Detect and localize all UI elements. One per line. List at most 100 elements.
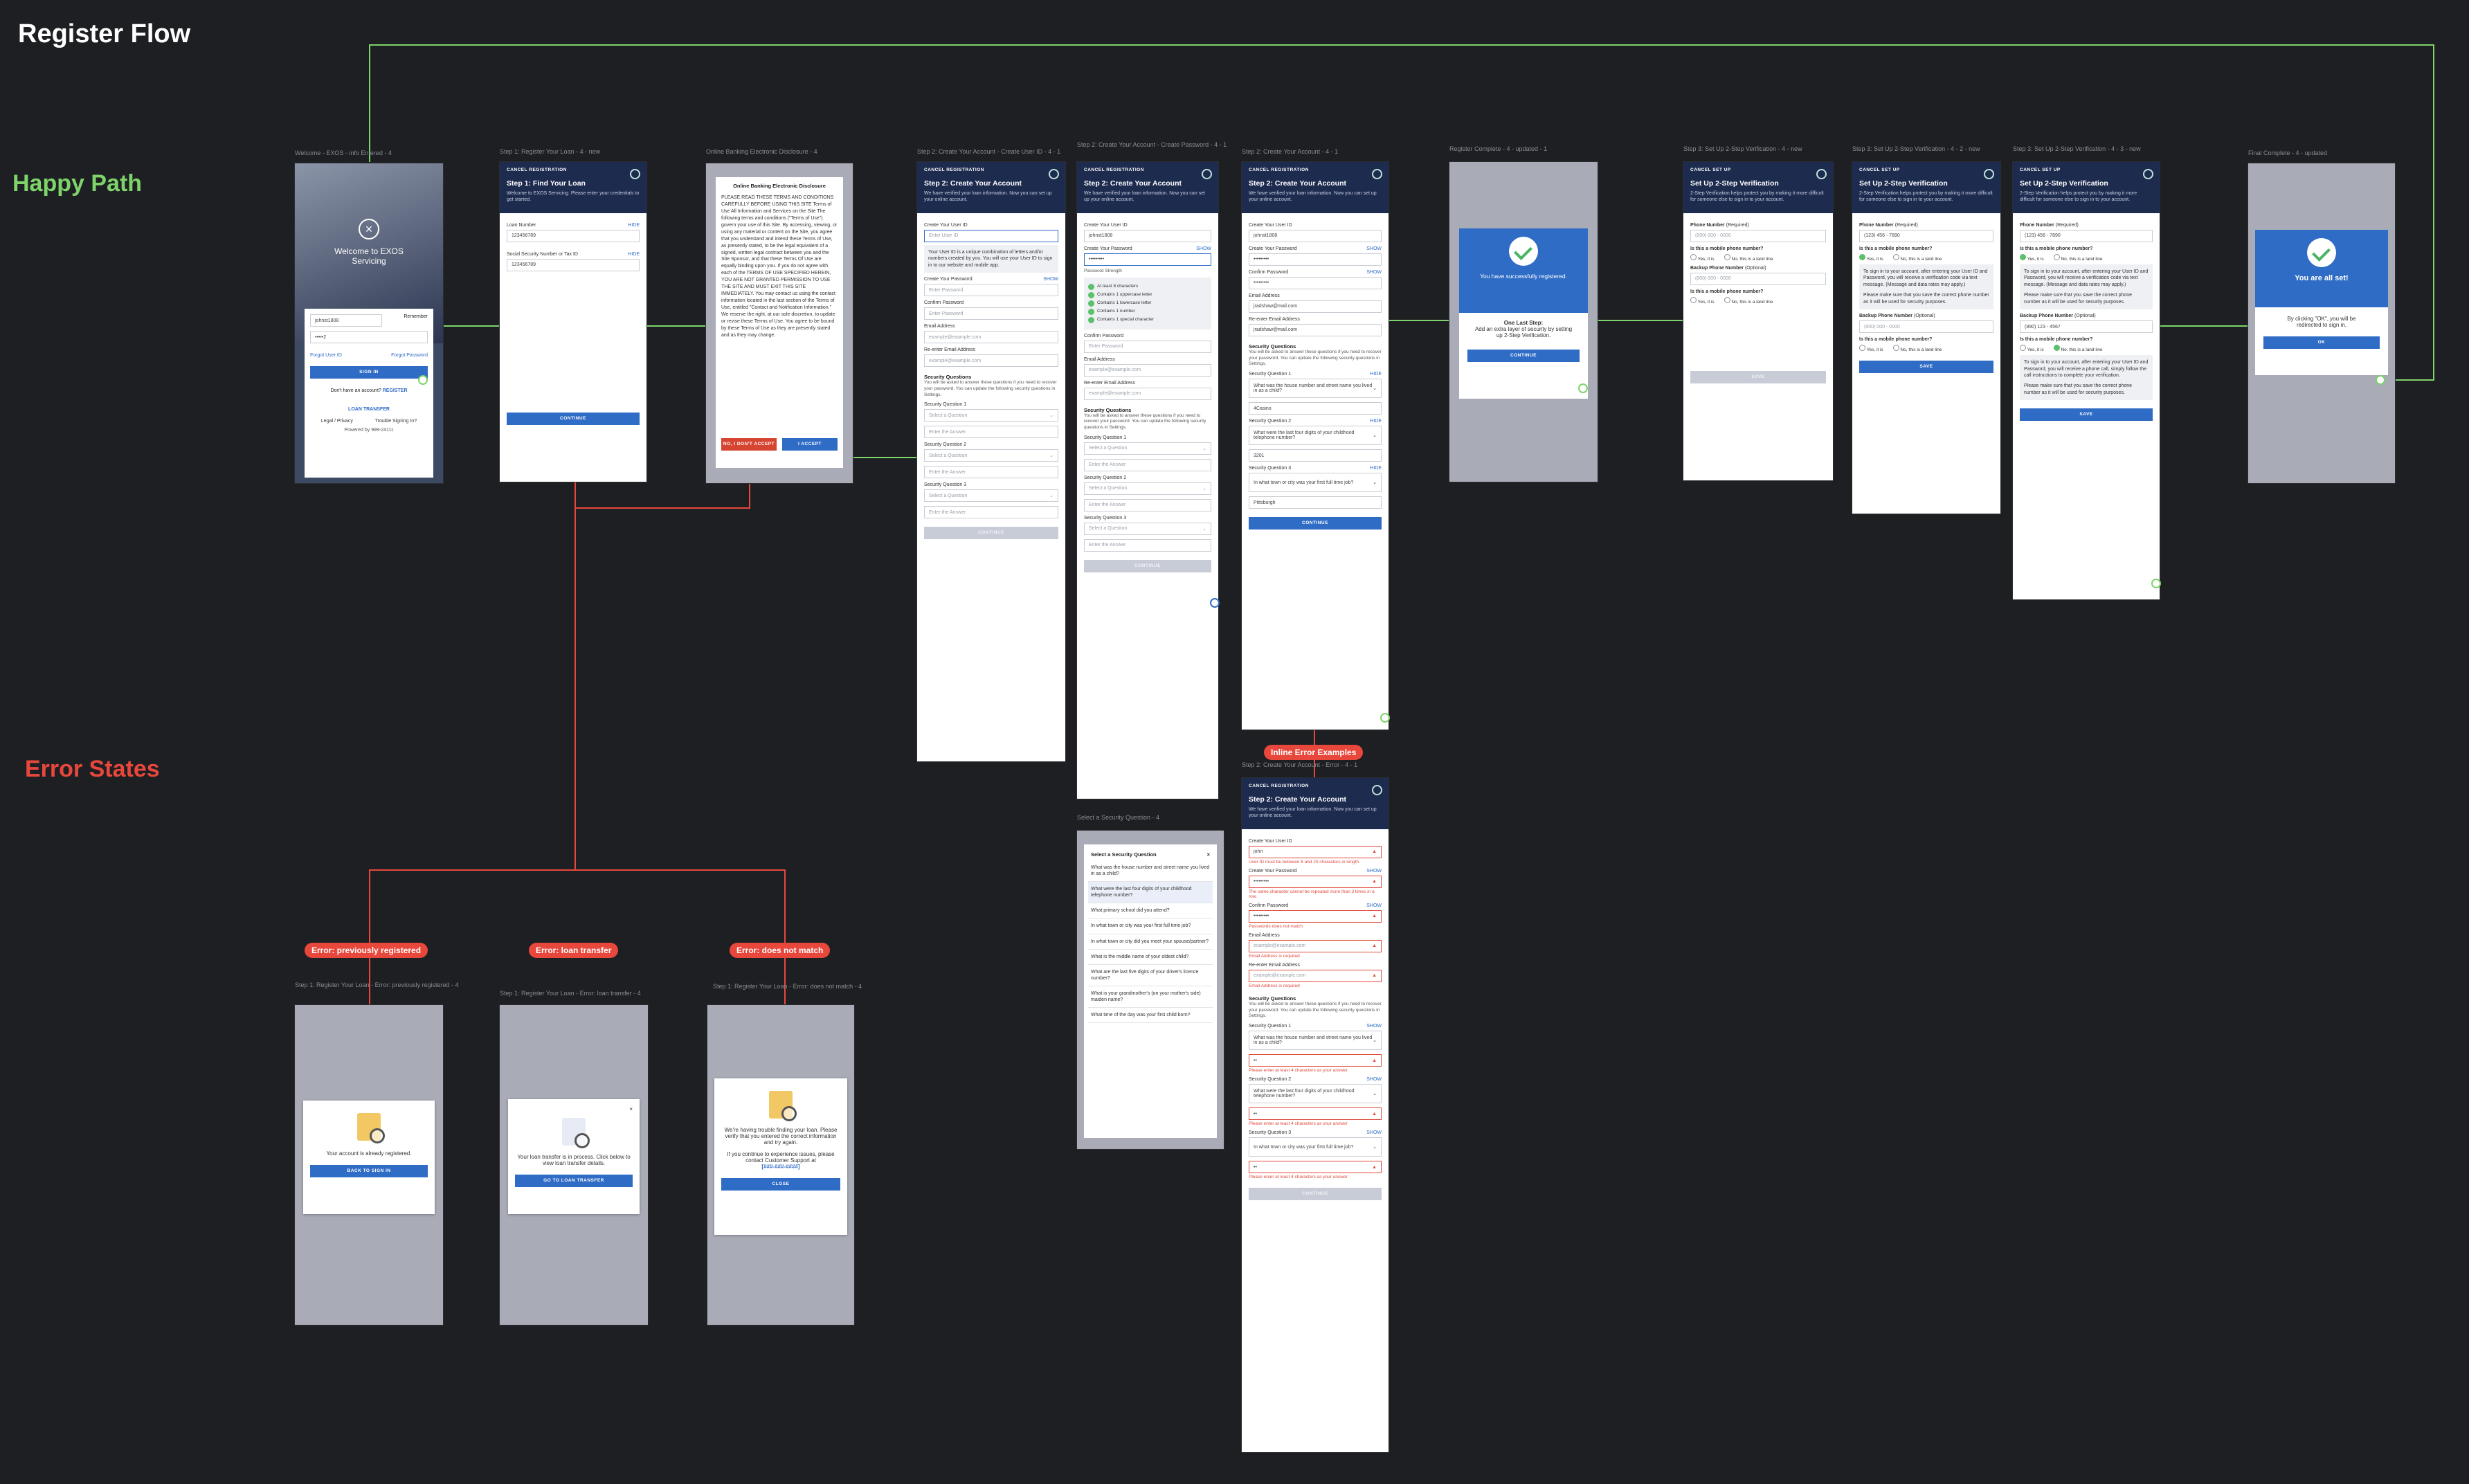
password-input[interactable]: ••••••••• — [1249, 253, 1382, 266]
cancel-registration-link[interactable]: CANCEL REGISTRATION — [1249, 168, 1382, 172]
q1-select[interactable]: What was the house number and street nam… — [1249, 379, 1382, 398]
password-input[interactable]: Enter Password — [924, 284, 1058, 296]
forgot-password-link[interactable]: Forgot Password — [391, 353, 428, 358]
userid-input[interactable]: johnst1808 — [1249, 230, 1382, 242]
cancel-setup-link[interactable]: CANCEL SET UP — [1859, 168, 1993, 172]
question-option[interactable]: What was the house number and street nam… — [1088, 860, 1213, 882]
show-toggle[interactable]: SHOW — [1366, 270, 1382, 275]
continue-button[interactable]: CONTINUE — [1084, 560, 1211, 572]
password-field[interactable]: •••••2 — [310, 331, 428, 343]
show-toggle[interactable]: SHOW — [1366, 869, 1382, 874]
a1-input[interactable]: Enter the Answer — [924, 426, 1058, 438]
q3-select[interactable]: Select a Question⌄ — [924, 489, 1058, 502]
save-button[interactable]: SAVE — [1690, 371, 1826, 383]
userid-input[interactable]: johnst1808 — [1084, 230, 1211, 242]
show-toggle[interactable]: SHOW — [1196, 246, 1211, 251]
email-input[interactable]: jradshaw@mail.com — [1249, 300, 1382, 313]
confirm-input[interactable]: Enter Password — [1084, 341, 1211, 353]
continue-button[interactable]: CONTINUE — [1249, 517, 1382, 530]
backup-input[interactable]: (890) 123 - 4567 — [2020, 320, 2153, 333]
save-button[interactable]: SAVE — [1859, 361, 1993, 373]
sign-in-button[interactable]: SIGN IN — [310, 366, 428, 379]
userid-input[interactable]: john▲ — [1249, 846, 1382, 858]
ssn-input[interactable]: 123456789 — [507, 259, 640, 271]
trouble-link[interactable]: Trouble Signing In? — [375, 419, 417, 424]
accept-button[interactable]: I ACCEPT — [782, 438, 838, 451]
cancel-registration-link[interactable]: CANCEL REGISTRATION — [507, 168, 640, 172]
show-toggle[interactable]: SHOW — [1043, 277, 1058, 282]
show-toggle[interactable]: SHOW — [1366, 903, 1382, 908]
cancel-setup-link[interactable]: CANCEL SET UP — [2020, 168, 2153, 172]
close-icon[interactable]: × — [1207, 851, 1210, 858]
show-toggle[interactable]: SHOW — [1366, 1077, 1382, 1082]
email-input[interactable]: example@example.com — [924, 331, 1058, 343]
question-option[interactable]: What is your grandmother's (on your moth… — [1088, 986, 1213, 1008]
support-phone-link[interactable]: [###-###-####] — [721, 1164, 840, 1170]
confirm-input[interactable]: •••••••••▲ — [1249, 910, 1382, 923]
close-icon[interactable]: × — [359, 219, 379, 239]
ok-button[interactable]: OK — [2263, 336, 2380, 349]
loan-transfer-link[interactable]: LOAN TRANSFER — [310, 407, 428, 412]
q3-select[interactable]: Select a Question⌄ — [1084, 523, 1211, 535]
cancel-registration-link[interactable]: CANCEL REGISTRATION — [1249, 784, 1382, 788]
question-option[interactable]: What were the last four digits of your c… — [1088, 882, 1213, 903]
q3-select[interactable]: In what town or city was your first full… — [1249, 473, 1382, 492]
hide-toggle[interactable]: HIDE — [1370, 466, 1382, 471]
a2-input[interactable]: 3201 — [1249, 449, 1382, 462]
a3-input[interactable]: Enter the Answer — [1084, 539, 1211, 552]
email-input[interactable]: example@example.com▲ — [1249, 940, 1382, 952]
show-toggle[interactable]: SHOW — [1366, 246, 1382, 251]
legal-link[interactable]: Legal / Privacy — [321, 419, 353, 424]
close-button[interactable]: CLOSE — [721, 1178, 840, 1191]
q3-select[interactable]: In what town or city was your first full… — [1249, 1137, 1382, 1157]
go-to-loan-transfer-button[interactable]: GO TO LOAN TRANSFER — [515, 1175, 633, 1187]
question-option[interactable]: What time of the day was your first chil… — [1088, 1008, 1213, 1023]
q2-select[interactable]: What were the last four digits of your c… — [1249, 1084, 1382, 1103]
q2-select[interactable]: Select a Question⌄ — [1084, 482, 1211, 495]
radio-no[interactable]: No, this is a land line — [2054, 254, 2103, 262]
radio-no[interactable]: No, this is a land line — [1893, 254, 1942, 262]
userid-field[interactable]: johnst1808 — [310, 314, 382, 327]
radio-no[interactable]: No, this is a land line — [2054, 345, 2103, 352]
password-input[interactable]: ••••••••• — [1084, 253, 1211, 266]
phone-input[interactable]: (000) 000 - 0000 — [1690, 230, 1826, 242]
a2-input[interactable]: ••▲ — [1249, 1107, 1382, 1120]
phone-input[interactable]: (123) 456 - 7890 — [1859, 230, 1993, 242]
radio-yes[interactable]: Yes, it is — [1690, 254, 1715, 262]
confirm-input[interactable]: Enter Password — [924, 307, 1058, 320]
reemail-input[interactable]: jradshaw@mail.com — [1249, 324, 1382, 336]
decline-button[interactable]: NO, I DON'T ACCEPT — [721, 438, 777, 451]
q1-select[interactable]: Select a Question⌄ — [924, 409, 1058, 422]
a2-input[interactable]: Enter the Answer — [1084, 499, 1211, 512]
a1-input[interactable]: Enter the Answer — [1084, 459, 1211, 471]
question-option[interactable]: What primary school did you attend? — [1088, 903, 1213, 919]
close-icon[interactable]: × — [515, 1106, 633, 1112]
q1-select[interactable]: What was the house number and street nam… — [1249, 1031, 1382, 1050]
question-option[interactable]: In what town or city was your first full… — [1088, 919, 1213, 934]
radio-no[interactable]: No, this is a land line — [1893, 345, 1942, 352]
hide-toggle[interactable]: HIDE — [1370, 419, 1382, 424]
continue-button[interactable]: CONTINUE — [507, 413, 640, 425]
a3-input[interactable]: ••▲ — [1249, 1161, 1382, 1173]
question-option[interactable]: In what town or city did you meet your s… — [1088, 934, 1213, 950]
a1-input[interactable]: ••▲ — [1249, 1054, 1382, 1067]
q1-select[interactable]: Select a Question⌄ — [1084, 442, 1211, 455]
radio-yes[interactable]: Yes, it is — [2020, 345, 2044, 352]
radio-no[interactable]: No, this is a land line — [1724, 254, 1773, 262]
userid-input[interactable]: Enter User ID — [924, 230, 1058, 242]
forgot-userid-link[interactable]: Forgot User ID — [310, 353, 342, 358]
backup-input[interactable]: (000) 000 - 0000 — [1690, 273, 1826, 285]
confirm-input[interactable]: ••••••••• — [1249, 277, 1382, 289]
radio-yes[interactable]: Yes, it is — [2020, 254, 2044, 262]
backup-input[interactable]: (000) 000 - 0000 — [1859, 320, 1993, 333]
radio-no[interactable]: No, this is a land line — [1724, 297, 1773, 305]
save-button[interactable]: SAVE — [2020, 408, 2153, 421]
radio-yes[interactable]: Yes, it is — [1690, 297, 1715, 305]
hide-toggle[interactable]: HIDE — [628, 223, 640, 228]
continue-button[interactable]: CONTINUE — [924, 527, 1058, 539]
show-toggle[interactable]: SHOW — [1366, 1024, 1382, 1029]
hide-toggle[interactable]: HIDE — [1370, 372, 1382, 377]
reemail-input[interactable]: example@example.com — [1084, 388, 1211, 400]
hide-toggle[interactable]: HIDE — [628, 252, 640, 257]
cancel-setup-link[interactable]: CANCEL SET UP — [1690, 168, 1826, 172]
